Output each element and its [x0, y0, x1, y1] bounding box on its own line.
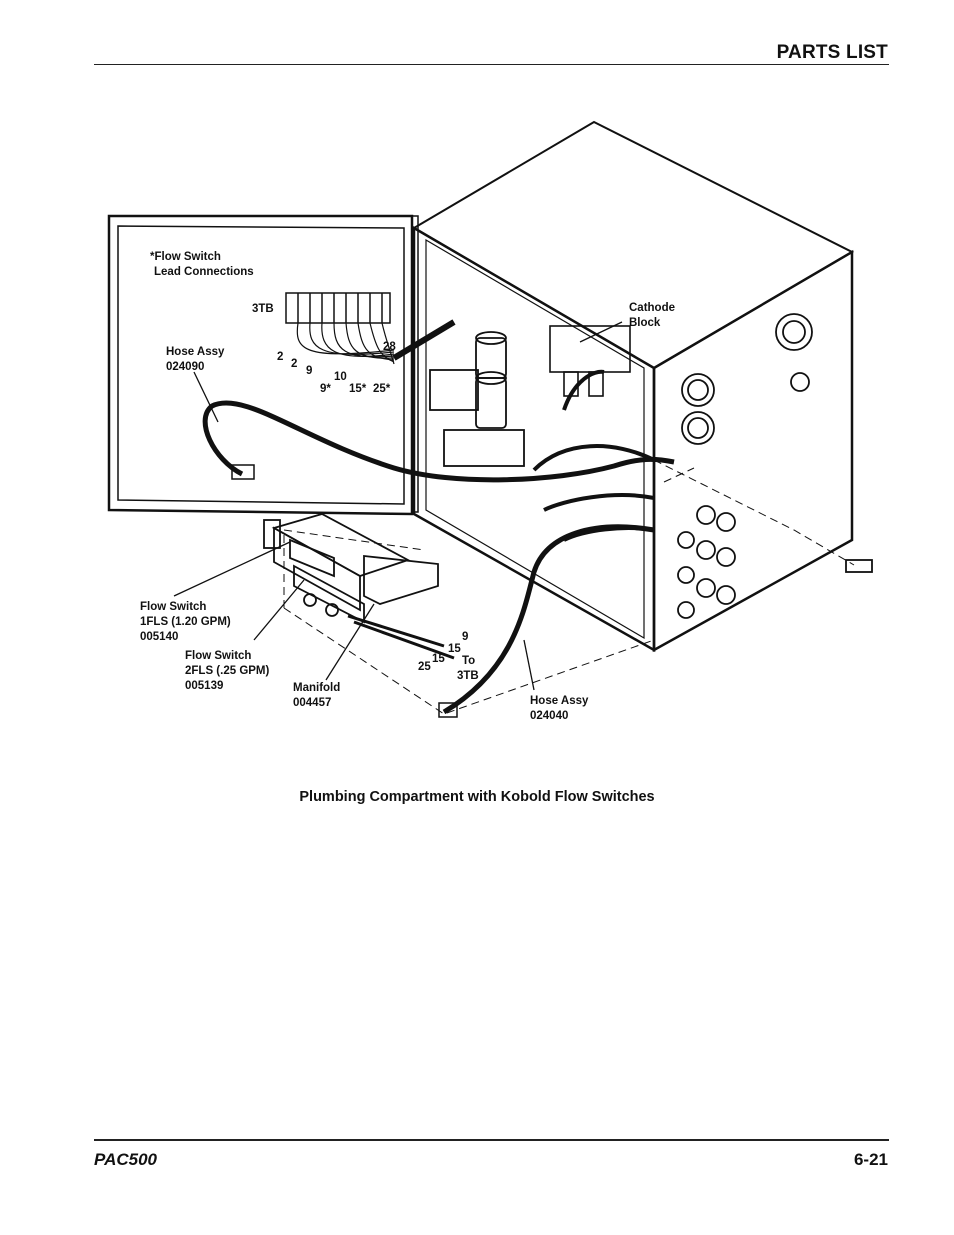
wire-label: 15 [448, 643, 461, 655]
manifold-number: 004457 [293, 697, 331, 709]
terminal-label: 2 [291, 358, 297, 370]
header-rule [94, 64, 889, 65]
flow-switch-leads-label-2: Lead Connections [154, 266, 254, 278]
flow-switch-leads-label: *Flow Switch [150, 251, 221, 263]
flow-switch-assembly [263, 513, 455, 660]
wire-label: 9 [462, 631, 468, 643]
flow-switch-2-number: 005139 [185, 680, 223, 692]
hose-assy-024040 [442, 524, 655, 715]
terminal-wires [296, 319, 456, 365]
flow-switch-2-model: 2FLS (.25 GPM) [185, 665, 270, 677]
to-3tb-label: To [462, 655, 475, 667]
cathode-block-label-2: Block [629, 317, 661, 329]
terminal-label: 28 [383, 341, 396, 353]
side-fittings [677, 313, 873, 619]
terminal-block-label: 3TB [252, 303, 274, 315]
manifold-title: Manifold [293, 682, 340, 694]
flow-switch-1-model: 1FLS (1.20 GPM) [140, 616, 231, 628]
flow-switch-1-title: Flow Switch [140, 601, 206, 613]
solenoid-valves [429, 331, 525, 467]
figure-caption: Plumbing Compartment with Kobold Flow Sw… [299, 789, 655, 805]
section-title: PARTS LIST [776, 42, 888, 63]
leader-lines [173, 321, 623, 691]
hose-assy-1-title: Hose Assy [166, 346, 225, 358]
flow-switch-1-number: 005140 [140, 631, 178, 643]
terminal-label: 2 [277, 351, 283, 363]
hose-assy-2-title: Hose Assy [530, 695, 589, 707]
hose-assy-024090 [202, 400, 675, 483]
terminal-block-3tb [285, 292, 391, 324]
plumbing-compartment-diagram: *Flow Switch Lead Connections 3TB Hose A… [107, 120, 873, 722]
enclosure-box [412, 120, 855, 653]
internal-hoses [532, 369, 655, 542]
terminal-label: 15* [349, 383, 367, 395]
hose-assy-1-number: 024090 [166, 361, 204, 373]
wire-label: 15 [432, 653, 445, 665]
terminal-label: 25* [373, 383, 391, 395]
page-number: 6-21 [853, 1150, 888, 1169]
hose-assy-2-number: 024040 [530, 710, 568, 722]
wire-label: 25 [418, 661, 431, 673]
flow-switch-2-title: Flow Switch [185, 650, 251, 662]
terminal-label: 10 [334, 371, 347, 383]
to-3tb-label-2: 3TB [457, 670, 479, 682]
terminal-label: 9* [320, 383, 331, 395]
cathode-block [549, 325, 631, 397]
footer-rule [94, 1139, 889, 1141]
terminal-label: 9 [306, 365, 312, 377]
manual-model: PAC500 [94, 1150, 157, 1169]
cathode-block-label: Cathode [629, 302, 675, 314]
